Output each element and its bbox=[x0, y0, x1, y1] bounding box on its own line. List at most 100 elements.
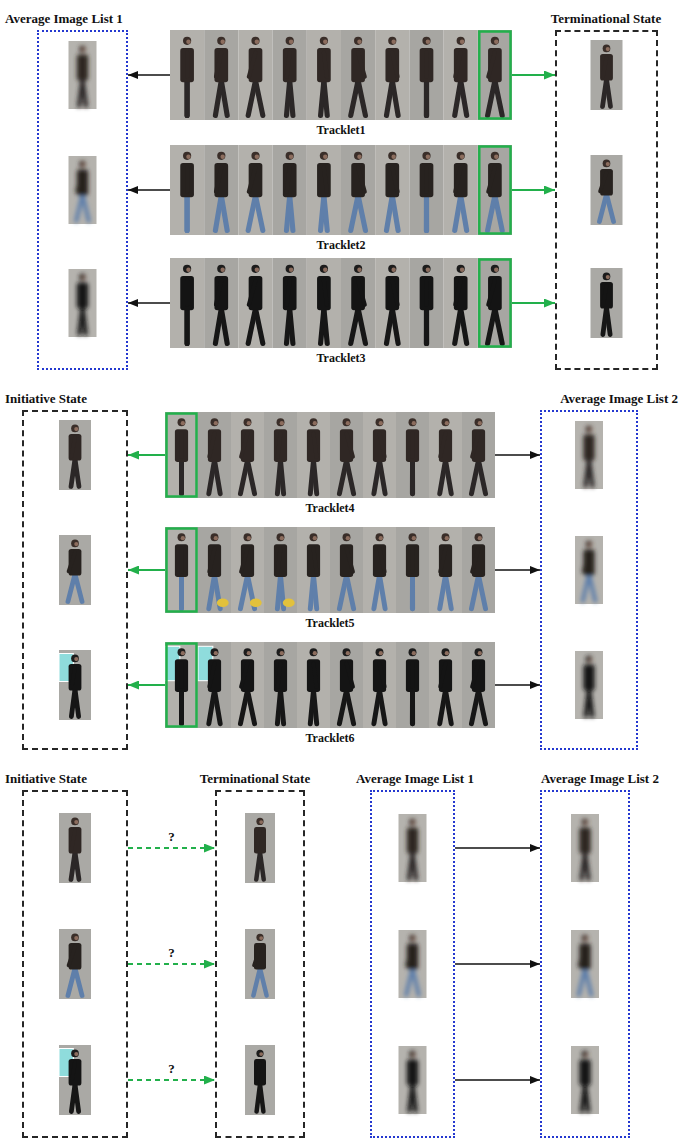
leg bbox=[215, 80, 221, 115]
image-background bbox=[409, 258, 443, 348]
state-box: Terminational State bbox=[215, 790, 305, 1138]
leg bbox=[583, 574, 589, 601]
image-background bbox=[429, 412, 462, 498]
person-figure bbox=[69, 655, 82, 717]
head bbox=[277, 533, 285, 541]
image-background bbox=[396, 642, 429, 728]
arm bbox=[180, 664, 184, 687]
image-background bbox=[170, 30, 204, 120]
torso bbox=[373, 544, 386, 577]
person-figure bbox=[420, 265, 434, 344]
leg bbox=[248, 80, 255, 115]
leg bbox=[455, 308, 461, 343]
face bbox=[494, 154, 498, 158]
state-box: Initiative State bbox=[22, 410, 128, 750]
face bbox=[445, 651, 449, 655]
box-heading: Average Image List 2 bbox=[541, 771, 659, 787]
person-figure bbox=[68, 540, 82, 602]
arm bbox=[380, 434, 385, 457]
leg bbox=[179, 575, 184, 609]
head bbox=[79, 161, 86, 168]
image-background bbox=[444, 145, 478, 235]
person-figure bbox=[471, 533, 485, 608]
leg bbox=[240, 575, 247, 609]
head bbox=[586, 426, 593, 433]
tracklet: Tracklet6 bbox=[165, 642, 495, 746]
face bbox=[313, 421, 317, 425]
arm bbox=[324, 281, 327, 305]
person-figure bbox=[583, 426, 594, 486]
arm bbox=[603, 58, 607, 77]
person-figure bbox=[406, 418, 419, 493]
image-background bbox=[575, 651, 603, 719]
person-figure bbox=[579, 819, 590, 879]
face bbox=[323, 267, 327, 271]
face bbox=[289, 154, 293, 158]
image-background bbox=[297, 642, 330, 728]
leg bbox=[179, 575, 184, 609]
face bbox=[214, 536, 218, 540]
face bbox=[606, 162, 610, 166]
leg bbox=[253, 968, 260, 995]
arm bbox=[257, 1063, 260, 1082]
person-figure bbox=[283, 152, 297, 231]
head bbox=[217, 37, 225, 45]
face bbox=[460, 39, 464, 43]
image-background bbox=[341, 145, 375, 235]
person-figure bbox=[406, 533, 419, 608]
leg bbox=[424, 308, 429, 343]
leg bbox=[314, 575, 317, 609]
leg bbox=[71, 852, 75, 879]
person-figure bbox=[69, 425, 82, 487]
leg bbox=[240, 460, 247, 494]
face bbox=[247, 651, 251, 655]
torso bbox=[208, 544, 221, 577]
person-figure bbox=[385, 152, 399, 231]
image-background bbox=[204, 258, 238, 348]
arm bbox=[180, 549, 184, 572]
image-background bbox=[429, 527, 462, 613]
face bbox=[606, 275, 610, 279]
image-background bbox=[575, 536, 603, 604]
torso bbox=[385, 276, 399, 310]
leg bbox=[185, 308, 190, 343]
person-figure bbox=[439, 418, 452, 493]
leg bbox=[358, 195, 365, 230]
arm bbox=[249, 281, 256, 305]
face bbox=[588, 543, 592, 547]
person-figure bbox=[240, 648, 254, 723]
head bbox=[277, 648, 285, 656]
image-background bbox=[462, 412, 495, 498]
leg bbox=[586, 459, 589, 486]
leg bbox=[440, 460, 446, 494]
leg bbox=[586, 689, 589, 716]
image-background bbox=[363, 642, 396, 728]
arm bbox=[586, 438, 589, 456]
face bbox=[280, 651, 284, 655]
head bbox=[256, 934, 263, 941]
torso bbox=[317, 276, 331, 310]
torso bbox=[340, 429, 353, 462]
arm bbox=[278, 664, 281, 687]
image-background bbox=[59, 535, 91, 605]
head bbox=[310, 533, 318, 541]
leg bbox=[455, 195, 461, 230]
leg bbox=[215, 308, 221, 343]
face bbox=[220, 39, 224, 43]
arm bbox=[278, 434, 281, 457]
torso bbox=[69, 434, 82, 461]
person-figure bbox=[254, 1050, 266, 1112]
arm bbox=[249, 53, 256, 77]
head bbox=[422, 152, 430, 160]
leg bbox=[380, 460, 386, 494]
face bbox=[255, 267, 259, 271]
leg bbox=[248, 195, 255, 230]
tracklet-strip bbox=[170, 30, 512, 120]
head bbox=[251, 152, 259, 160]
head bbox=[79, 46, 86, 53]
image-background bbox=[363, 412, 396, 498]
average-image-box: Average Image List 2 bbox=[540, 790, 630, 1138]
torso bbox=[214, 163, 228, 197]
arm bbox=[314, 434, 317, 457]
face bbox=[289, 39, 293, 43]
